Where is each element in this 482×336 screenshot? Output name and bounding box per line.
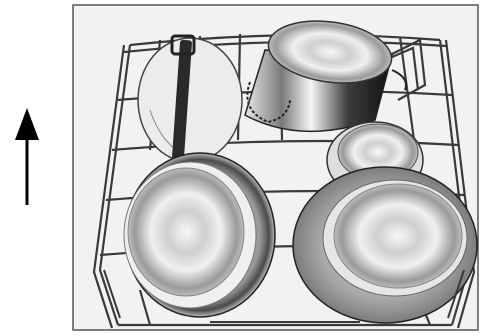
pan-handle-pot [137,34,243,163]
up-arrow-icon [15,108,39,205]
rack-front-wires [103,269,465,323]
cooking-pot [244,20,408,133]
frying-pan [123,152,276,318]
large-plate [292,166,478,324]
